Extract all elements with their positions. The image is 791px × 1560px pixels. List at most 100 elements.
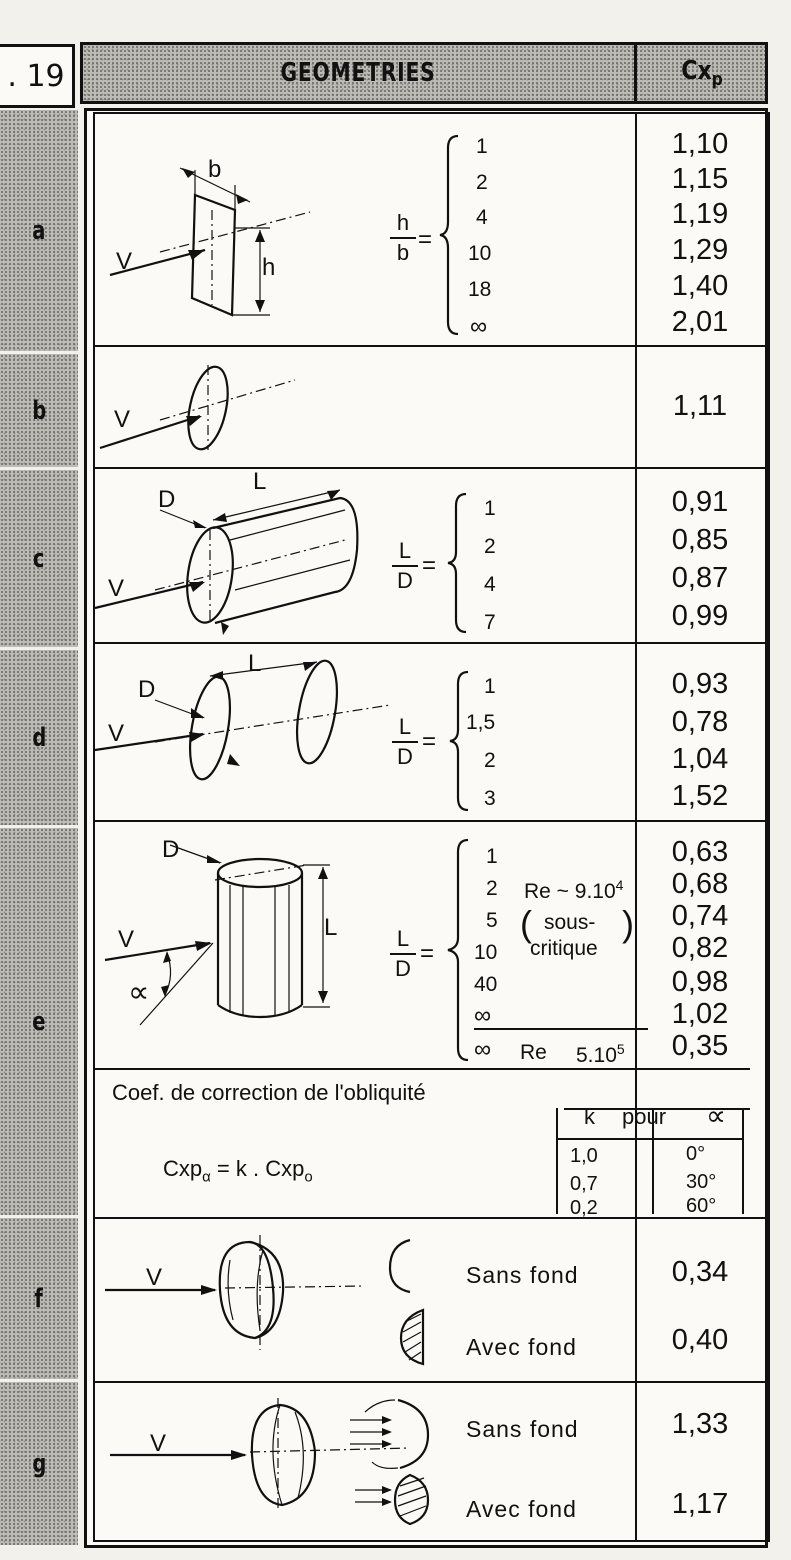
velocity-label: V xyxy=(116,248,133,275)
dim-d: D xyxy=(158,486,176,513)
formula-lhs: Cxp xyxy=(163,1156,203,1181)
cx-value: 0,63 xyxy=(671,836,729,868)
cylinder-figure xyxy=(94,489,359,635)
table-inner-frame xyxy=(93,112,770,1542)
row-label-g: g xyxy=(0,1382,78,1548)
velocity-label: V xyxy=(108,575,125,602)
dim-l: L xyxy=(324,914,338,941)
ratio-value: ∞ xyxy=(470,313,488,340)
velocity-label: V xyxy=(118,926,135,953)
paren-open: ( xyxy=(520,903,532,944)
velocity-label: V xyxy=(146,1264,163,1291)
dim-l: L xyxy=(253,468,267,495)
reynolds-last-value: 5.105 xyxy=(576,1041,625,1067)
left-brace xyxy=(449,670,469,812)
formula-lhs-sub: α xyxy=(202,1168,211,1186)
ratio-value: 18 xyxy=(468,278,492,301)
header-value-column: Cxp xyxy=(646,42,758,104)
cx-value: 1,29 xyxy=(671,234,729,266)
k-value: 0,7 xyxy=(570,1173,598,1195)
cx-value: 0,82 xyxy=(671,932,729,964)
table-frame xyxy=(84,108,768,1548)
header-cx-subscript: p xyxy=(711,69,723,91)
reynolds-note: Re ~ 9.104 xyxy=(524,877,624,903)
k-column-header: k xyxy=(584,1104,595,1129)
table-number: . 19 xyxy=(0,44,75,108)
row-divider xyxy=(93,820,770,822)
cx-value: 0,91 xyxy=(671,486,729,518)
left-brace xyxy=(447,838,469,1062)
velocity-label: V xyxy=(108,720,125,747)
avec-fond-label: Avec fond xyxy=(466,1334,577,1360)
dim-d: D xyxy=(162,836,180,863)
k-value: 1,0 xyxy=(570,1145,598,1167)
ratio-value: 1 xyxy=(476,135,488,158)
row-divider xyxy=(93,467,770,469)
header-band xyxy=(80,42,768,104)
ratio-value: 10 xyxy=(474,941,498,964)
k-value: 0,2 xyxy=(570,1197,598,1219)
obliquity-divider xyxy=(93,1068,750,1070)
ratio-value: 5 xyxy=(486,909,498,932)
ratio-value: 2 xyxy=(484,535,496,558)
cx-value: 0,93 xyxy=(671,668,729,700)
plate-figure xyxy=(109,167,311,317)
tandem-disks-figure xyxy=(94,659,391,781)
equals-sign: = xyxy=(418,226,433,253)
sous-label: sous- xyxy=(544,911,596,934)
ratio-value: ∞ xyxy=(474,1004,648,1030)
ratio-value: 7 xyxy=(484,611,496,634)
row-divider xyxy=(93,642,770,644)
cx-value: 1,33 xyxy=(671,1408,729,1440)
ratio-value: 1,5 xyxy=(466,711,496,734)
reynolds-last-label: Re xyxy=(520,1041,547,1064)
velocity-label: V xyxy=(114,406,131,433)
cx-value: 0,40 xyxy=(671,1324,729,1356)
dim-d: D xyxy=(138,676,156,703)
row-divider xyxy=(93,1217,770,1219)
cx-value: 1,10 xyxy=(671,128,729,160)
dim-h: h xyxy=(262,254,276,281)
ratio-value: 1 xyxy=(484,675,496,698)
alpha-column-header: ∝ xyxy=(706,1100,727,1131)
cx-value: 1,52 xyxy=(671,780,729,812)
cx-value: 0,87 xyxy=(671,562,729,594)
cx-value: 0,68 xyxy=(671,868,729,900)
row-label-c: c xyxy=(0,470,78,650)
paren-close: ) xyxy=(622,903,634,944)
header-title: GEOMETRIES xyxy=(280,58,436,88)
critique-label: critique xyxy=(530,937,598,960)
row-label-f: f xyxy=(0,1218,78,1382)
obliquity-caption: Coef. de correction de l'obliquité xyxy=(112,1080,426,1105)
value-column-divider xyxy=(635,112,637,1542)
formula-rhs: = k . Cxp xyxy=(216,1156,305,1181)
alpha-value: 30° xyxy=(686,1171,717,1193)
formula-rhs-sub: o xyxy=(304,1168,313,1186)
disk-figure xyxy=(99,365,296,451)
ratio-value: 1 xyxy=(484,497,496,520)
dim-b: b xyxy=(208,156,222,183)
header-divider xyxy=(634,42,637,104)
cx-value: 1,02 xyxy=(671,998,729,1030)
row-label-a: a xyxy=(0,110,78,354)
alpha-value: 60° xyxy=(686,1195,717,1217)
row-label-b: b xyxy=(0,354,78,470)
cx-value: 1,04 xyxy=(671,743,729,775)
ratio-value: 10 xyxy=(468,242,492,265)
ratio-value: 2 xyxy=(486,877,498,900)
left-brace xyxy=(447,492,467,634)
cx-value: 0,85 xyxy=(671,524,729,556)
dim-l: L xyxy=(248,650,262,677)
obliquity-table: k pour ∝ 1,0 0° 0,7 30° 0,2 60° xyxy=(556,1102,750,1219)
reynolds-last-exponent: 5 xyxy=(616,1041,625,1057)
row-label-e: e xyxy=(0,828,78,1218)
ratio-value: 1 xyxy=(486,845,498,868)
hemisphere-figure xyxy=(105,1235,425,1366)
ratio-value: 40 xyxy=(474,973,498,996)
cx-value: 1,19 xyxy=(671,198,729,230)
ratio-value: 2 xyxy=(484,749,496,772)
